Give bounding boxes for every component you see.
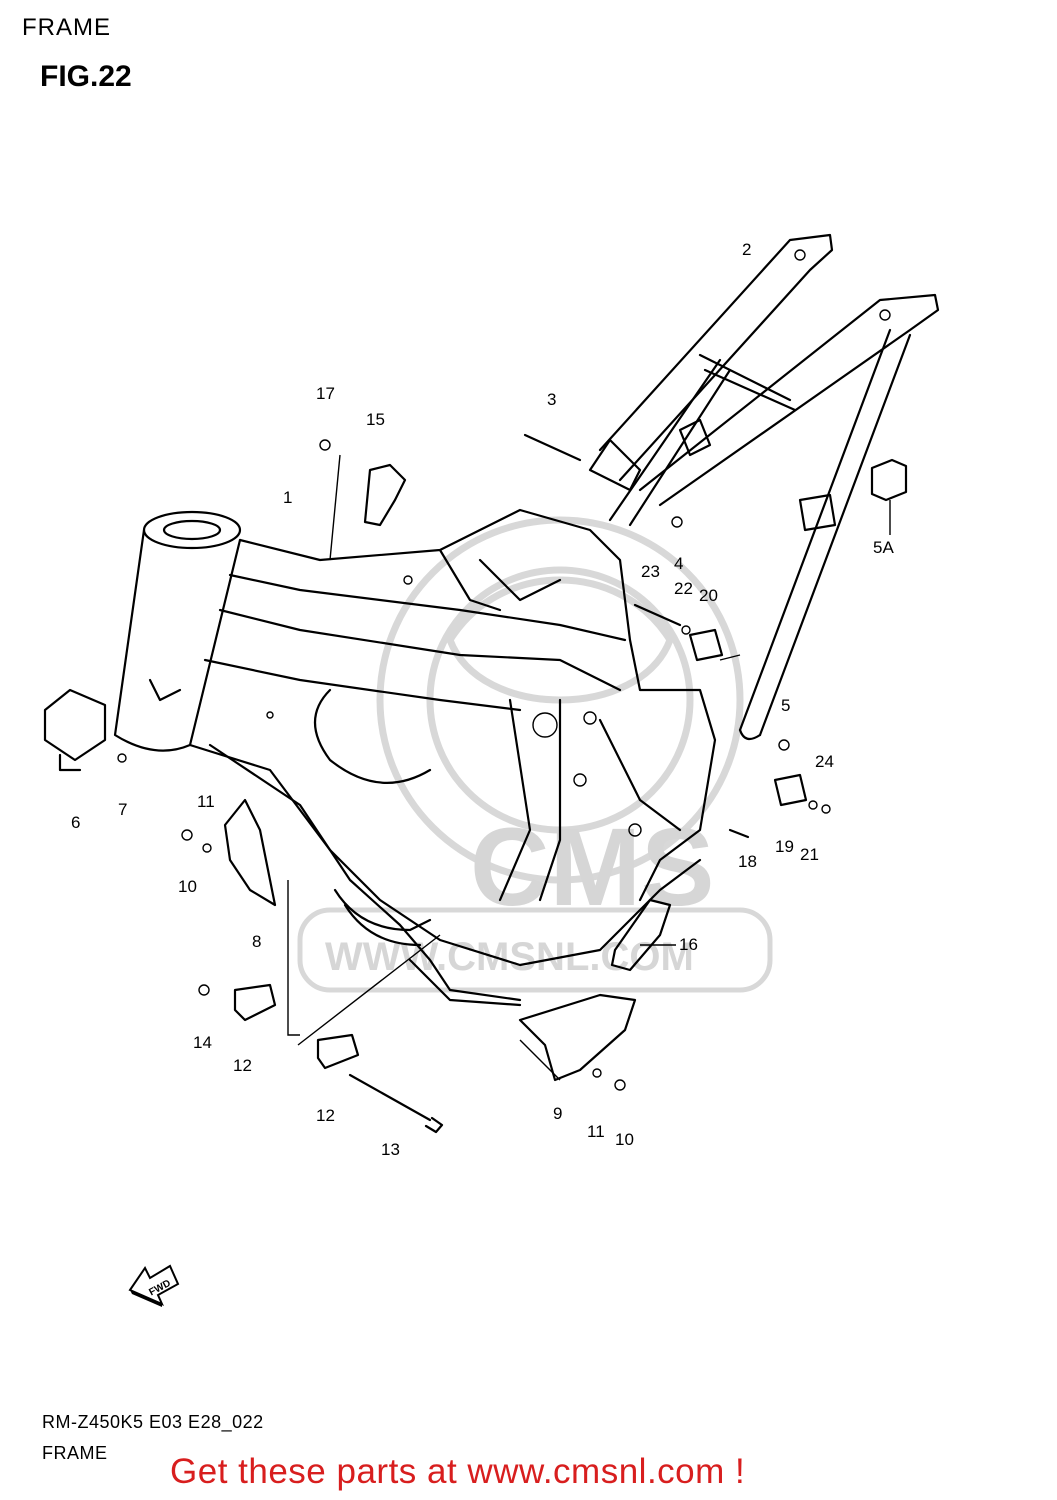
part-label-15: 15 (366, 410, 385, 429)
part-label-12a: 12 (233, 1056, 252, 1075)
part-numbers: 1 2 3 4 5 5A 6 7 8 9 10 10 11 11 12 12 1… (71, 240, 894, 1159)
promo-link[interactable]: Get these parts at www.cmsnl.com ! (170, 1452, 745, 1492)
leader-lines (287, 454, 891, 1081)
bracket-12-lower (316, 1033, 360, 1070)
part-label-13: 13 (381, 1140, 400, 1159)
part-label-8: 8 (252, 932, 261, 951)
section-header: FRAME (22, 14, 111, 41)
part-label-3: 3 (547, 390, 556, 409)
part-label-19: 19 (775, 837, 794, 856)
bracket-16 (610, 898, 672, 972)
bracket-12-upper (233, 983, 277, 1022)
part-label-20: 20 (699, 586, 718, 605)
part-label-16: 16 (679, 935, 698, 954)
part-label-21: 21 (800, 845, 819, 864)
part-label-12b: 12 (316, 1106, 335, 1125)
part-label-11b: 11 (587, 1122, 605, 1141)
part-label-22: 22 (674, 579, 693, 598)
part-label-14: 14 (193, 1033, 212, 1052)
part-label-17: 17 (316, 384, 335, 403)
part-label-5: 5 (781, 696, 790, 715)
collar-19 (773, 773, 808, 807)
part-label-9: 9 (553, 1104, 562, 1123)
part-label-18: 18 (738, 852, 757, 871)
part-label-11a: 11 (197, 792, 215, 811)
pad-5a (870, 458, 908, 502)
part-label-7: 7 (118, 800, 127, 819)
bracket-6 (43, 688, 107, 772)
model-code: RM-Z450K5 E03 E28_022 (42, 1412, 264, 1432)
main-frame (113, 508, 717, 1007)
rear-subframe (588, 233, 940, 741)
collar-20 (688, 628, 724, 662)
guard-8 (223, 798, 277, 907)
part-label-5a: 5A (873, 538, 894, 557)
bolt-13 (348, 1073, 444, 1134)
part-label-24: 24 (815, 752, 834, 771)
part-label-2: 2 (742, 240, 751, 259)
part-label-4: 4 (674, 554, 683, 573)
promo-link-text[interactable]: Get these parts at www.cmsnl.com ! (170, 1452, 746, 1491)
part-label-10b: 10 (615, 1130, 634, 1149)
fasteners (117, 433, 831, 1091)
link-15 (363, 463, 407, 527)
skid-plate-9 (518, 993, 637, 1082)
part-label-1: 1 (283, 488, 292, 507)
watermark-url: WWW.CMSNL.COM (325, 935, 694, 979)
part-label-6: 6 (71, 813, 80, 832)
part-label-23: 23 (641, 562, 660, 581)
footer-section: FRAME (42, 1443, 108, 1463)
fwd-arrow-icon: FWD (128, 1264, 180, 1307)
part-label-10a: 10 (178, 877, 197, 896)
figure-number: FIG.22 (40, 60, 132, 93)
